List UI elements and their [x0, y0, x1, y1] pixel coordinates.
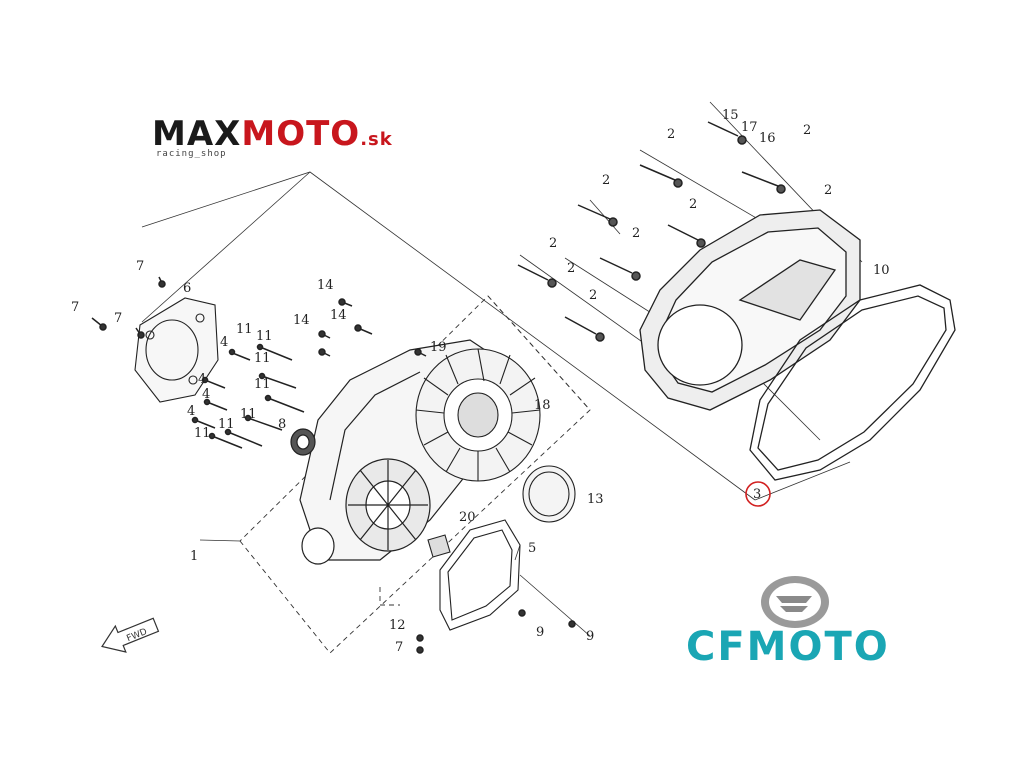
gasket-5-part: [439, 519, 521, 631]
fwd-arrow-icon: FWD: [101, 617, 160, 653]
outer-cover-10-part: [639, 209, 861, 411]
callout-4: 4: [220, 335, 228, 350]
callout-11: 11: [194, 426, 211, 441]
callout-14: 14: [317, 278, 334, 293]
callout-11: 11: [218, 417, 235, 432]
callout-11: 11: [254, 377, 271, 392]
callout-11: 11: [236, 322, 253, 337]
cfmoto-wordmark: CFMOTO: [686, 624, 890, 670]
callout-17: 17: [741, 120, 758, 135]
callout-10: 10: [873, 263, 890, 278]
callout-2: 2: [803, 123, 811, 138]
callout-2: 2: [632, 226, 640, 241]
callout-2: 2: [824, 183, 832, 198]
svg-text:MAXMOTO.sk: MAXMOTO.sk: [152, 114, 393, 154]
callout-13: 13: [587, 492, 604, 507]
fan-part: [415, 348, 541, 482]
maxmoto-logo-part1: MAX: [152, 114, 241, 154]
bushing-20-part: [427, 534, 451, 558]
maxmoto-logo: MAXMOTO.sk racing_shop: [152, 114, 393, 159]
callout-6: 6: [183, 281, 191, 296]
callout-9: 9: [586, 629, 594, 644]
highlight-circle: [745, 481, 771, 507]
callout-19: 19: [430, 340, 447, 355]
callout-15: 15: [722, 108, 739, 123]
callout-2: 2: [667, 127, 675, 142]
callout-2: 2: [589, 288, 597, 303]
callout-3: 3: [753, 487, 761, 502]
callout-9: 9: [536, 625, 544, 640]
cfmoto-emblem-icon: [761, 576, 829, 628]
callout-4: 4: [198, 372, 206, 387]
cfmoto-logo: CFMOTO: [686, 576, 890, 670]
callout-16: 16: [759, 131, 776, 146]
seal-8-part: [290, 428, 316, 456]
callout-2: 2: [567, 261, 575, 276]
callout-14: 14: [330, 308, 347, 323]
maxmoto-logo-suffix: .sk: [360, 129, 393, 150]
callout-7: 7: [114, 311, 122, 326]
callout-7: 7: [136, 259, 144, 274]
maxmoto-tagline: racing_shop: [156, 149, 227, 159]
callout-labels: 1 2 2 2 2 2 2 2 2 2 3 4 4 4 4 5 6 7 7 7 …: [71, 108, 890, 655]
callout-11: 11: [240, 407, 257, 422]
callout-2: 2: [549, 236, 557, 251]
callout-4: 4: [202, 387, 210, 402]
callout-7: 7: [395, 640, 403, 655]
callout-2: 2: [602, 173, 610, 188]
gasket-3-part: [749, 284, 956, 481]
callout-1: 1: [190, 549, 198, 564]
callout-8: 8: [278, 417, 286, 432]
callout-11: 11: [254, 351, 271, 366]
gasket-13-part: [522, 465, 576, 523]
callout-14: 14: [293, 313, 310, 328]
callout-11: 11: [256, 329, 273, 344]
bolts: [91, 121, 786, 654]
maxmoto-logo-part2: MOTO: [241, 114, 360, 154]
callout-2: 2: [689, 197, 697, 212]
callout-18: 18: [534, 398, 551, 413]
callout-5: 5: [528, 541, 536, 556]
callout-7: 7: [71, 300, 79, 315]
callout-4: 4: [187, 404, 195, 419]
callout-20: 20: [459, 510, 476, 525]
callout-12: 12: [389, 618, 406, 633]
